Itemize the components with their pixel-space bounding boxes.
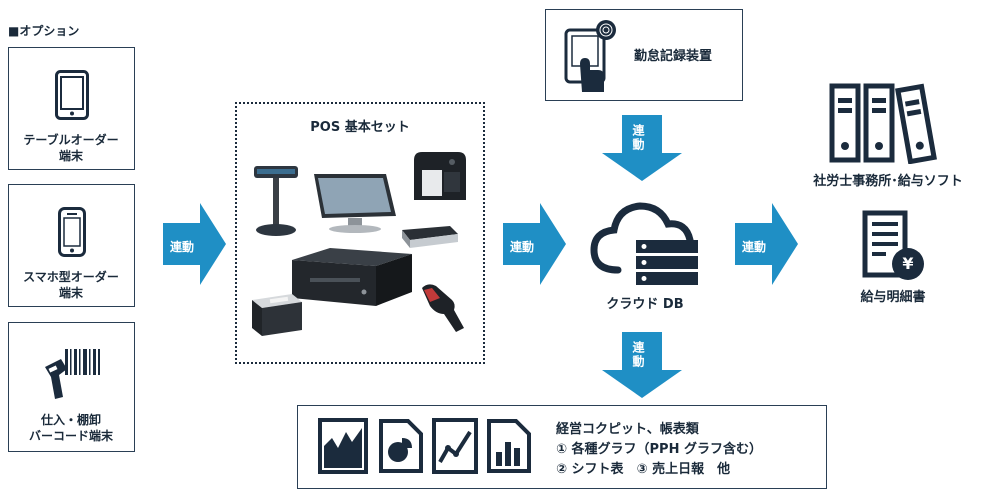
area-chart-icon — [318, 418, 368, 474]
device-label-line2: 端末 — [58, 286, 83, 300]
labor-office-label: 社労士事務所･給与ソフト — [813, 174, 963, 189]
link-label: 連動 — [170, 240, 195, 254]
table-order-terminal-box: テーブルオーダー 端末 — [8, 47, 135, 170]
smartphone-order-terminal-box: スマホ型オーダー 端末 — [8, 184, 135, 307]
pos-basic-set-box — [235, 102, 485, 364]
kitchen-printer-icon — [252, 294, 302, 336]
attendance-recorder-box: 勤怠記録装置 — [545, 9, 743, 101]
barcode-scanner-icon — [45, 349, 100, 399]
receipt-printer-icon — [414, 152, 466, 200]
link-label: 連動 — [510, 240, 535, 254]
link-label: 連動 — [742, 240, 767, 254]
device-label-line2: 端末 — [58, 149, 83, 163]
pos-terminal-icon — [314, 174, 396, 233]
line-chart-icon — [432, 418, 478, 474]
cash-drawer-icon — [292, 248, 412, 306]
bar-chart-icon — [487, 419, 531, 473]
card-reader-icon — [402, 226, 458, 248]
device-label-line2: バーコード端末 — [28, 429, 113, 443]
link-arrow-2 — [503, 203, 566, 285]
binders-icon — [829, 83, 937, 164]
link-arrow-1 — [163, 203, 226, 285]
link-label: 連動 — [631, 124, 645, 152]
cloud-db-label: クラウド DB — [606, 297, 684, 312]
cockpit-line2: ① 各種グラフ（PPH グラフ含む） — [556, 442, 762, 457]
fingerprint-touch-icon — [564, 20, 616, 92]
cockpit-line3: ② シフト表 ③ 売上日報 他 — [556, 462, 731, 477]
payslip-icon — [862, 210, 924, 280]
customer-display-icon — [254, 166, 298, 236]
tablet-icon — [55, 70, 89, 120]
device-label-line1: スマホ型オーダー — [23, 270, 119, 284]
device-label-line1: テーブルオーダー — [23, 133, 119, 147]
pie-chart-document-icon — [379, 419, 423, 473]
pos-title: POS 基本セット — [310, 120, 410, 135]
management-cockpit-box: 経営コクピット、帳表類 ① 各種グラフ（PPH グラフ含む） ② シフト表 ③ … — [297, 405, 827, 489]
payslip-label: 給与明細書 — [860, 290, 926, 305]
link-label: 連動 — [631, 341, 645, 369]
link-arrow-down-1 — [602, 115, 682, 181]
handheld-scanner-icon — [422, 284, 464, 332]
cloud-database-icon — [590, 202, 698, 285]
link-arrow-3 — [735, 203, 798, 285]
device-label-line1: 仕入・棚卸 — [40, 413, 101, 427]
options-title: ■オプション — [8, 24, 80, 38]
link-arrow-down-2 — [602, 332, 682, 398]
barcode-terminal-box: 仕入・棚卸 バーコード端末 — [8, 322, 135, 452]
cockpit-line1: 経営コクピット、帳表類 — [556, 422, 699, 437]
smartphone-icon — [58, 207, 86, 257]
attendance-label: 勤怠記録装置 — [634, 49, 713, 64]
yen-symbol: ¥ — [902, 254, 914, 273]
